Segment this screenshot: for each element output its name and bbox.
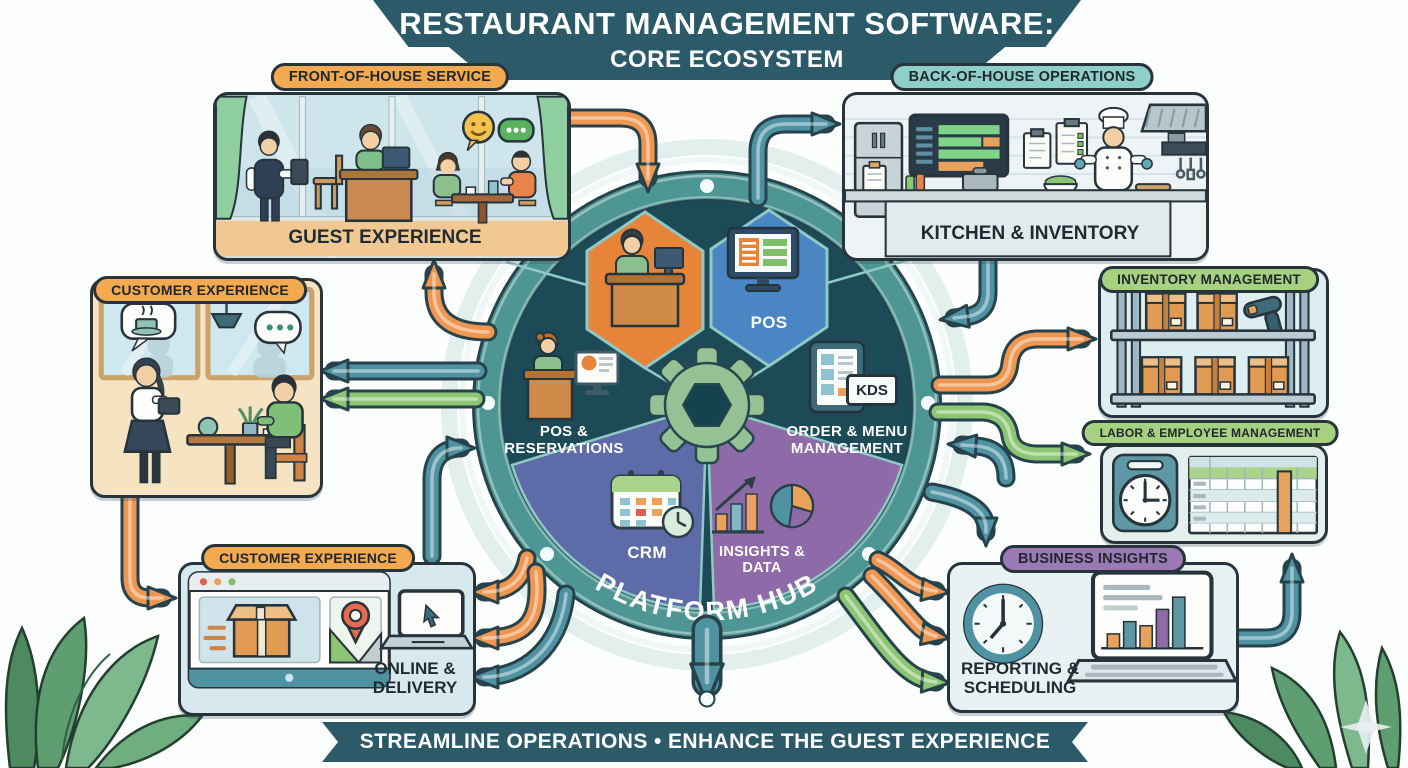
diners-table <box>432 150 537 224</box>
banner-arrow-dot <box>698 690 716 708</box>
reporting-scheduling-caption: REPORTING & SCHEDULING <box>960 659 1080 698</box>
arrow-into-hub-right-lower <box>946 433 1013 485</box>
arrow-boh-to-hub <box>938 250 995 329</box>
chat-speech-bubble-icon <box>497 117 535 143</box>
chef-figure <box>1074 106 1153 192</box>
back-of-house-box <box>842 92 1209 261</box>
arrow-foh-to-hub <box>556 111 661 194</box>
hanging-utensils <box>1175 157 1206 181</box>
map-pin-icon <box>329 596 383 664</box>
pos-monitor-icon <box>726 226 800 292</box>
laptop-chart-icon <box>1066 570 1236 683</box>
cafe-scene-illustration <box>93 281 320 495</box>
hub-pos-reservations-label: POS & RESERVATIONS <box>504 423 624 457</box>
reservation-podium-icon <box>523 331 620 421</box>
hub-segment-crm <box>510 403 709 611</box>
guest-experience-caption: GUEST EXPERIENCE <box>288 227 482 248</box>
inventory-shelf-illustration <box>1101 271 1326 415</box>
clipboard-icon <box>1022 118 1089 169</box>
arrow-hub-to-online-3 <box>468 587 573 690</box>
kitchen-inventory-caption: KITCHEN & INVENTORY <box>920 223 1140 244</box>
labor-header: LABOR & EMPLOYEE MANAGEMENT <box>1081 420 1339 446</box>
arrow-hub-to-insights-top <box>925 485 999 548</box>
labor-schedule-illustration <box>1103 448 1325 540</box>
arrow-hub-to-online-1 <box>468 551 534 605</box>
arrow-hub-to-inventory <box>933 326 1098 392</box>
emoji-speech-bubble-icon <box>461 110 496 152</box>
cardboard-boxes <box>1140 292 1290 396</box>
customer-figure <box>256 374 308 482</box>
gear-icon <box>647 345 767 465</box>
front-of-house-header: FRONT-OF-HOUSE SERVICE <box>270 63 510 91</box>
schedule-grid-icon <box>1188 455 1319 535</box>
bar-chart-icon <box>712 476 764 534</box>
calendar-icon <box>610 470 695 539</box>
page-subtitle: CORE ECOSYSTEM <box>610 46 844 73</box>
online-ordering-illustration <box>181 566 473 712</box>
title-banner: RESTAURANT MANAGEMENT SOFTWARE: <box>373 0 1081 47</box>
back-of-house-header: BACK-OF-HOUSE OPERATIONS <box>890 63 1154 91</box>
dots-speech-bubble-icon <box>254 310 302 355</box>
customer-experience-box <box>90 278 323 498</box>
host-desk <box>339 123 419 223</box>
kds-screen <box>908 113 1010 178</box>
arrow-hub-to-labor <box>931 405 1092 467</box>
front-of-house-box <box>213 92 571 261</box>
customer-experience-header: CUSTOMER EXPERIENCE <box>93 276 307 304</box>
labor-management-box <box>1100 444 1328 544</box>
hub-pos-label: POS <box>750 313 788 332</box>
hub-crm-label: CRM <box>627 543 667 562</box>
page-title: RESTAURANT MANAGEMENT SOFTWARE: <box>399 5 1055 41</box>
arrow-hub-to-insights-2 <box>865 569 952 647</box>
leaf-decoration-left <box>4 615 205 768</box>
host-desk-icon <box>604 228 686 328</box>
arrow-hub-to-insights-1 <box>871 553 952 602</box>
kds-badge: KDS <box>846 374 898 406</box>
business-insights-header: BUSINESS INSIGHTS <box>999 545 1187 573</box>
arrow-hub-to-insights-3 <box>839 589 952 694</box>
arrow-hub-to-online-2 <box>468 565 544 651</box>
footer-banner: STREAMLINE OPERATIONS • ENHANCE THE GUES… <box>322 722 1088 762</box>
waiter-figure <box>245 130 309 222</box>
reporting-illustration <box>950 566 1236 709</box>
time-clock-icon <box>1111 453 1179 533</box>
business-insights-box <box>947 562 1239 713</box>
footer-banner-text: STREAMLINE OPERATIONS • ENHANCE THE GUES… <box>359 730 1051 753</box>
hub-insights-data-label: INSIGHTS & DATA <box>719 544 805 577</box>
online-delivery-header: CUSTOMER EXPERIENCE <box>201 544 415 572</box>
arrow-hub-to-boh <box>751 111 842 205</box>
laptop-cursor-icon <box>378 589 473 650</box>
arrow-hub-to-foh <box>421 258 495 339</box>
arrow-customer-to-online <box>123 487 178 611</box>
coffee-speech-bubble-icon <box>120 302 177 352</box>
hub-order-menu-label: ORDER & MENU MANAGEMENT <box>786 423 908 457</box>
online-delivery-caption: ONLINE & DELIVERY <box>372 659 458 698</box>
package-icon <box>203 604 298 658</box>
online-delivery-box <box>178 562 476 716</box>
restaurant-scene-illustration <box>216 95 568 258</box>
arrow-insights-to-labor <box>1225 552 1305 645</box>
arrow-online-to-hub <box>425 435 477 563</box>
title-banner-subtitle: CORE ECOSYSTEM <box>447 46 1007 80</box>
inventory-management-box <box>1098 268 1329 418</box>
pie-chart-icon <box>769 483 815 529</box>
clock-icon <box>963 583 1044 664</box>
inventory-header: INVENTORY MANAGEMENT <box>1099 266 1319 293</box>
waitress-figure <box>123 357 181 484</box>
kitchen-scene-illustration <box>845 96 1206 258</box>
leaf-decoration-right <box>1221 629 1402 768</box>
